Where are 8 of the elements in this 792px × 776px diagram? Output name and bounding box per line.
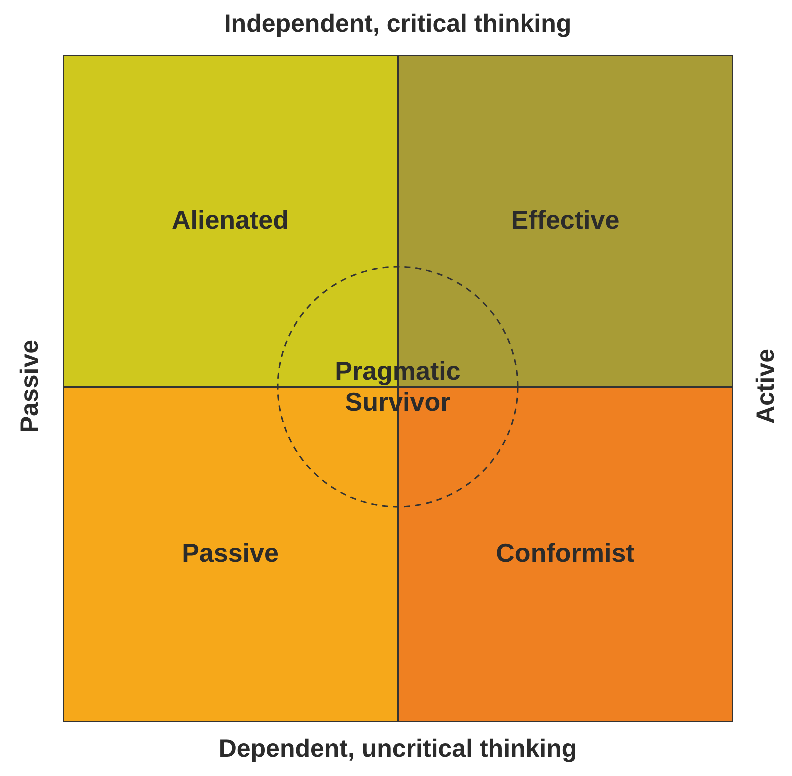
quadrant-label: Conformist: [496, 538, 635, 569]
quadrant-label: Effective: [511, 205, 620, 236]
axis-label: Independent, critical thinking: [224, 10, 572, 39]
axis-label: Dependent, uncritical thinking: [218, 735, 578, 764]
axis-label: Active: [752, 349, 781, 425]
quadrant-label: Alienated: [172, 205, 290, 236]
axis-label: Passive: [16, 340, 45, 434]
quadrant-label: Passive: [182, 538, 279, 569]
